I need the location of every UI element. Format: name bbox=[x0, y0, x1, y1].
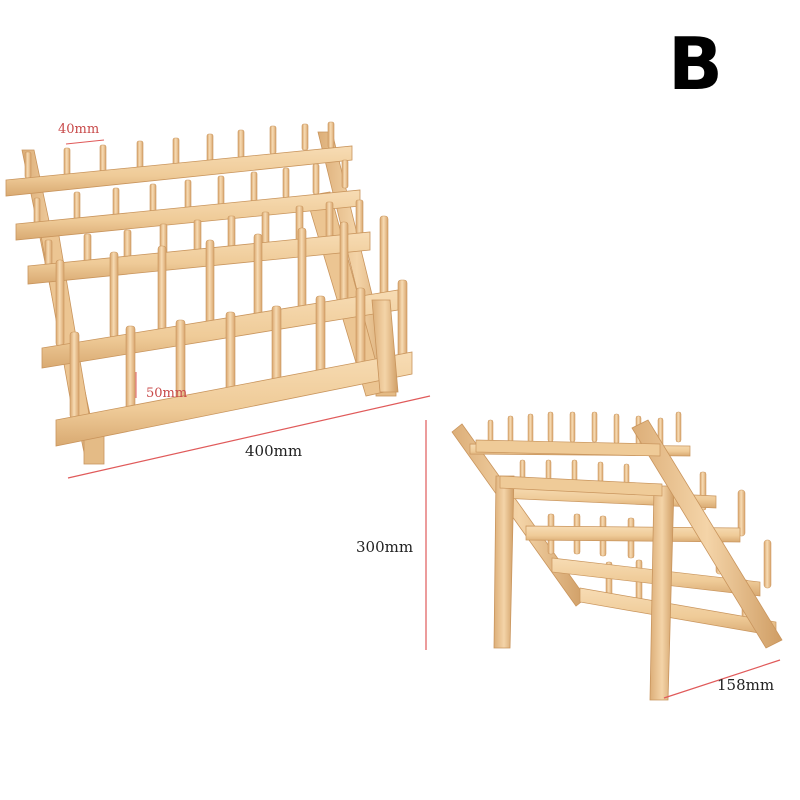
side-rack bbox=[425, 411, 783, 701]
peg-spacing-label: 40mm bbox=[58, 122, 100, 137]
depth-label: 158mm bbox=[717, 676, 775, 694]
variant-label: B bbox=[668, 22, 723, 106]
dim-line-400mm bbox=[67, 395, 431, 479]
front-leg-right bbox=[371, 299, 399, 393]
bar-row-4 bbox=[41, 289, 399, 369]
width-label: 400mm bbox=[245, 442, 303, 460]
side-front-board bbox=[631, 419, 783, 649]
side-top-crossbar bbox=[475, 439, 661, 457]
peg-row-2 bbox=[33, 159, 349, 227]
front-rack bbox=[5, 121, 431, 479]
dim-line-158mm bbox=[663, 659, 781, 699]
bar-row-1 bbox=[5, 145, 353, 197]
side-leg-right bbox=[649, 485, 675, 701]
peg-row-5 bbox=[69, 279, 408, 419]
dim-line-40mm bbox=[65, 139, 105, 145]
height-label: 300mm bbox=[356, 538, 414, 556]
side-mid-crossbar bbox=[499, 475, 663, 497]
side-leg-left bbox=[493, 475, 515, 649]
bar-row-5 bbox=[55, 351, 413, 447]
peg-height-label: 50mm bbox=[146, 386, 188, 401]
peg-row-4 bbox=[55, 215, 389, 347]
